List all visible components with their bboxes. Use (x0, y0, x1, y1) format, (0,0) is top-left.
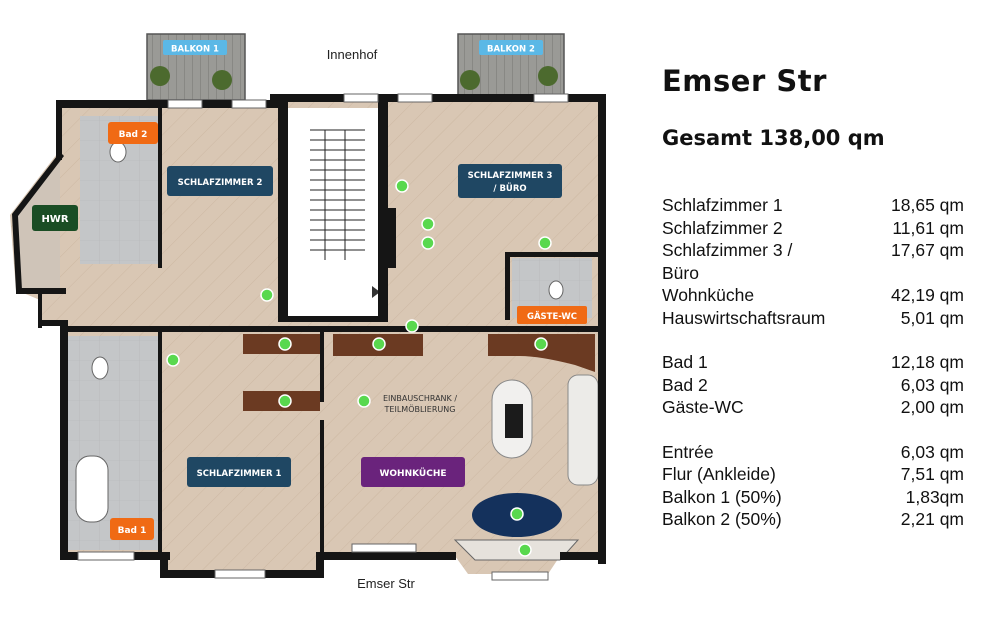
toilet-gaeste-wc (548, 280, 564, 300)
room-area: 6,03 qm (900, 374, 964, 395)
marker-14 (518, 543, 532, 557)
room-name: Hauswirtschaftsraum (662, 307, 826, 328)
address-title: Emser Str (662, 64, 827, 98)
balcony-1: BALKON 1 (146, 33, 246, 101)
label-bad-2: Bad 2 (108, 122, 158, 144)
bathtub (75, 455, 109, 523)
bad-1-text: Bad 1 (118, 526, 147, 536)
room-name: Balkon 1 (50%) (662, 486, 782, 507)
area-summary: Emser Str Gesamt 138,00 qm Schlafzimmer … (662, 64, 964, 531)
balcony-2-label: BALKON 2 (487, 45, 535, 55)
room-name: Entrée (662, 441, 714, 462)
bad-2-text: Bad 2 (119, 130, 148, 140)
marker-1 (395, 179, 409, 193)
schlafzimmer-3-subtext: / BÜRO (493, 183, 526, 194)
room-area: 2,21 qm (900, 509, 964, 529)
marker-9 (534, 337, 548, 351)
room-name: Bad 1 (662, 352, 708, 372)
courtyard-label: Innenhof (327, 47, 378, 62)
area-row: Flur (Ankleide) 7,51 qm (662, 463, 964, 486)
room-area: 11,61 qm (892, 217, 964, 238)
marker-13 (510, 507, 524, 521)
marker-10 (166, 353, 180, 367)
gaeste-wc-text: GÄSTE-WC (527, 311, 577, 322)
schlafzimmer-1-text: SCHLAFZIMMER 1 (197, 469, 282, 479)
bay-window-seat (453, 539, 580, 561)
schlafzimmer-2-text: SCHLAFZIMMER 2 (178, 178, 263, 188)
label-wohnkueche: WOHNKÜCHE (361, 457, 465, 487)
marker-7 (278, 337, 292, 351)
area-row: Bad 2 6,03 qm (662, 374, 964, 397)
label-schlafzimmer-2: SCHLAFZIMMER 2 (167, 166, 273, 196)
room-area: 17,67 qm (891, 240, 964, 260)
floor-plan: Innenhof Emser Str BALKON 1 BALKON 2 (10, 33, 606, 591)
room-name: Schlafzimmer 1 (662, 195, 783, 215)
area-row: Gäste-WC 2,00 qm (662, 396, 964, 419)
street-label: Emser Str (357, 576, 415, 591)
room-name: Schlafzimmer 2 (662, 217, 783, 238)
wohnkueche-text: WOHNKÜCHE (379, 468, 446, 479)
label-schlafzimmer-1: SCHLAFZIMMER 1 (187, 457, 291, 487)
marker-11 (278, 394, 292, 408)
area-row: Entrée 6,03 qm (662, 441, 964, 464)
room-name: Balkon 2 (50%) (662, 509, 782, 529)
room-name: Schlafzimmer 3 / Büro (662, 240, 793, 283)
room-area: 6,03 qm (900, 441, 964, 462)
marker-12 (357, 394, 371, 408)
area-table: Schlafzimmer 1 18,65 qm Schlafzimmer 2 11,6… (662, 194, 964, 531)
room-name: Bad 2 (662, 374, 708, 395)
label-schlafzimmer-3: SCHLAFZIMMER 3 / BÜRO (458, 164, 562, 198)
einbau-text-2: TEILMÖBLIERUNG (384, 404, 456, 414)
area-row: Wohnküche 42,19 qm (662, 284, 964, 307)
marker-4 (538, 236, 552, 250)
marker-3 (421, 236, 435, 250)
hwr-room: HWR (16, 160, 78, 290)
area-row: Bad 1 12,18 qm (662, 351, 964, 374)
room-area: 1,83qm (905, 486, 964, 507)
label-bad-1: Bad 1 (110, 518, 154, 540)
area-row: Balkon 2 (50%) 2,21 qm (662, 508, 964, 531)
marker-2 (421, 217, 435, 231)
windows (77, 93, 569, 581)
toilet-bad-1 (91, 356, 109, 380)
marker-6 (405, 319, 419, 333)
room-area: 2,00 qm (900, 397, 964, 417)
stairwell (288, 108, 380, 322)
marker-5 (260, 288, 274, 302)
kitchen-counter (567, 374, 599, 486)
room-name: Flur (Ankleide) (662, 464, 776, 484)
area-row: Hauswirtschaftsraum 5,01 qm (662, 307, 964, 330)
label-gaeste-wc: GÄSTE-WC (517, 306, 587, 324)
room-area: 12,18 qm (891, 352, 964, 372)
einbau-text-1: EINBAUSCHRANK / (383, 394, 457, 403)
room-area: 42,19 qm (891, 285, 964, 305)
room-area: 18,65 qm (891, 195, 964, 215)
hwr-label: HWR (41, 214, 68, 225)
feature-markers (166, 179, 552, 557)
area-row: Schlafzimmer 3 / Büro 17,67 qm (662, 239, 964, 284)
room-name: Wohnküche (662, 285, 755, 305)
room-name: Gäste-WC (662, 397, 744, 417)
balcony-1-label: BALKON 1 (171, 45, 219, 55)
total-area: Gesamt 138,00 qm (662, 126, 885, 150)
marker-8 (372, 337, 386, 351)
group-spacer (662, 329, 964, 351)
balcony-2: BALKON 2 (457, 33, 565, 101)
room-area: 5,01 qm (900, 307, 964, 328)
toilet-bad-2 (109, 141, 127, 163)
area-row: Schlafzimmer 1 18,65 qm (662, 194, 964, 217)
area-row: Balkon 1 (50%) 1,83qm (662, 486, 964, 509)
group-spacer (662, 419, 964, 441)
room-area: 7,51 qm (900, 464, 964, 484)
cooktop (505, 404, 523, 438)
area-row: Schlafzimmer 2 11,61 qm (662, 217, 964, 240)
schlafzimmer-3-text: SCHLAFZIMMER 3 (468, 171, 553, 181)
